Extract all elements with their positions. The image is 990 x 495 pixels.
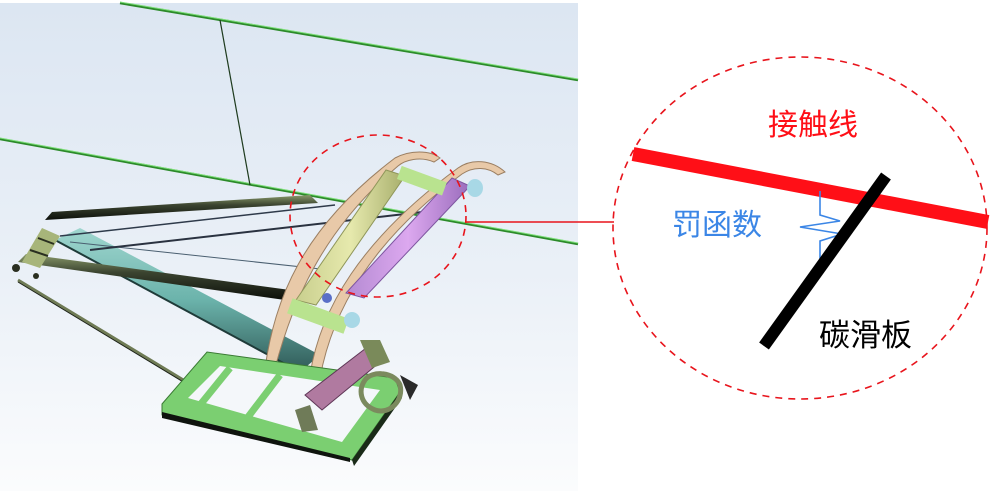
lift-cylinder <box>295 340 418 432</box>
carbon-strips <box>287 165 483 334</box>
contact-wire-highlight <box>0 137 579 244</box>
penalty-function-label: 罚函数 <box>672 208 762 243</box>
messenger-wire <box>119 1 579 82</box>
carbon-strip-bar <box>759 172 891 350</box>
contact-wire-bar <box>631 147 990 229</box>
contact-wire-label: 接触线 <box>768 108 858 143</box>
lower-arm-tube <box>54 228 320 373</box>
dropper <box>219 19 251 186</box>
highlight-circle <box>289 134 467 298</box>
carbon-strip-label: 碳滑板 <box>819 318 912 354</box>
penalty-spring-icon <box>799 191 843 267</box>
catenary <box>0 1 579 246</box>
upper-arm <box>18 195 441 300</box>
messenger-wire-highlight <box>119 1 579 80</box>
lower-rod <box>17 278 186 383</box>
contact-wire <box>0 137 579 246</box>
hinge <box>12 228 60 279</box>
callout-circle <box>612 56 988 400</box>
